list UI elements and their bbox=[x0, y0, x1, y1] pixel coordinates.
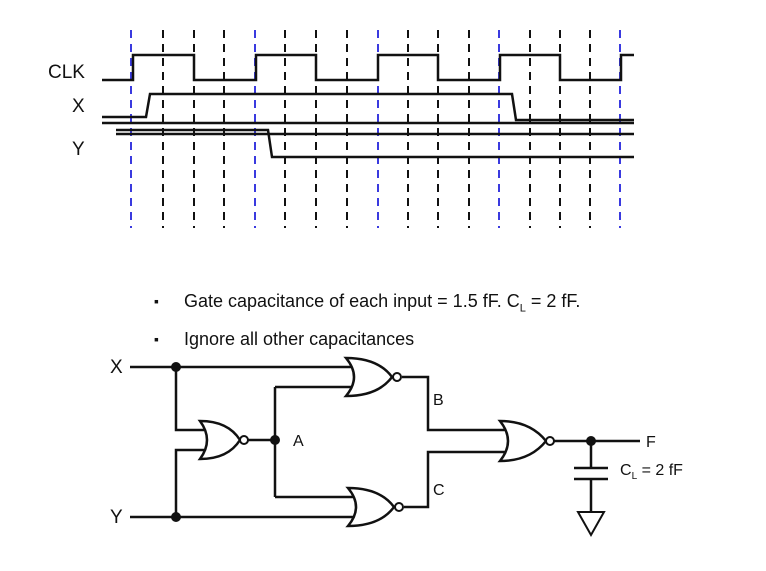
signal-label-y: Y bbox=[72, 139, 85, 160]
signal-label-clk: CLK bbox=[48, 62, 85, 83]
bullet-icon: ▪ bbox=[154, 293, 159, 309]
signal-label-x: X bbox=[72, 96, 85, 117]
note-item: ▪ Ignore all other capacitances bbox=[148, 326, 618, 352]
input-label-y: Y bbox=[110, 507, 123, 528]
nor-gate-2 bbox=[343, 356, 402, 398]
node-label-a: A bbox=[293, 433, 304, 450]
note-text-1: Gate capacitance of each input = 1.5 fF.… bbox=[184, 291, 581, 315]
junction-dot-y bbox=[171, 512, 181, 522]
clk-waveform bbox=[102, 53, 634, 82]
bullet-icon: ▪ bbox=[154, 330, 159, 347]
output-label-f: F bbox=[646, 434, 656, 451]
nor-gate-4 bbox=[497, 419, 555, 463]
junction-dot-f bbox=[586, 436, 596, 446]
node-label-b: B bbox=[433, 392, 444, 409]
x-waveform-high bbox=[102, 92, 634, 122]
circuit-wires bbox=[130, 365, 640, 519]
junction-dot-a bbox=[270, 435, 280, 445]
junction-dot-x bbox=[171, 362, 181, 372]
ground-icon bbox=[576, 511, 606, 538]
load-capacitance-label: CL = 2 fF bbox=[620, 462, 683, 483]
y-waveform-low bbox=[116, 128, 634, 159]
nor-gate-1 bbox=[197, 419, 249, 461]
note-item: ▪ Gate capacitance of each input = 1.5 f… bbox=[148, 288, 618, 322]
notes-list: ▪ Gate capacitance of each input = 1.5 f… bbox=[148, 288, 618, 352]
input-label-x: X bbox=[110, 357, 123, 378]
nor-gate-3 bbox=[345, 486, 404, 528]
node-label-c: C bbox=[433, 482, 445, 499]
note-text-2: Ignore all other capacitances bbox=[184, 328, 415, 349]
